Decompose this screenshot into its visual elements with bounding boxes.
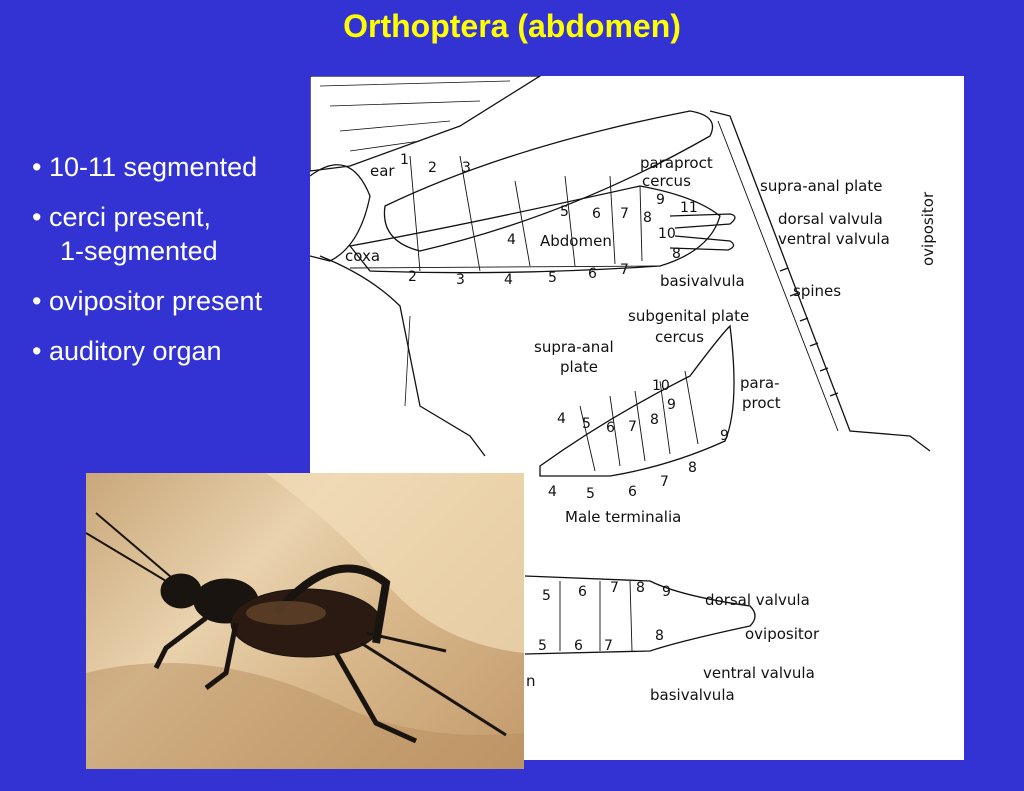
tergite-number: 10 [658,226,676,242]
male-sternite-number: 5 [586,486,595,502]
label-female-basivalvula: basivalvula [650,686,735,704]
label-proct: proct [742,394,781,412]
diagram-drawing: ear coxa Abdomen paraproct cercus supra-… [310,76,937,704]
label-ventral-valvula: ventral valvula [778,230,890,248]
tergite-number: 6 [592,206,601,222]
label-plate: plate [560,358,598,376]
label-dorsal-valvula: dorsal valvula [778,210,883,228]
label-spines: spines [793,282,841,300]
cricket-photo [86,473,524,769]
label-basivalvula: basivalvula [660,272,745,290]
male-sternite-number: 4 [548,484,557,500]
bullet-list: • 10-11 segmented • cerci present, 1-seg… [32,150,312,384]
slide-title: Orthoptera (abdomen) [343,8,681,44]
tergite-number: 11 [680,200,698,216]
male-tergite-number: 5 [582,416,591,432]
male-sternite-number: 8 [688,460,697,476]
label-female-ovipositor: ovipositor [745,625,820,643]
female-tergite-number: 8 [636,580,645,596]
label-paraproct: paraproct [640,154,713,172]
hind-femur-drawing [383,110,714,252]
front-leg-drawing [319,255,486,457]
label-female-dorsal-valvula: dorsal valvula [705,591,810,609]
label-supra-anal: supra-anal [534,338,614,356]
label-female-n: n [526,672,536,690]
male-terminalia-drawing [539,324,735,477]
female-tergite-number: 7 [610,580,619,596]
bullet-text: • cerci present, [32,202,212,232]
label-male-terminalia: Male terminalia [565,508,681,526]
tergite-number: 2 [428,160,437,176]
sternite-number: 3 [456,272,465,288]
hind-tibia-drawing [709,110,931,452]
male-tergite-number: 8 [650,412,659,428]
bullet-item: • auditory organ [32,334,312,368]
label-male-cercus: cercus [655,328,704,346]
label-ear: ear [370,162,395,180]
label-female-ventral-valvula: ventral valvula [703,664,815,682]
label-ovipositor-vertical: ovipositor [919,191,937,266]
male-tergite-number: 9 [667,397,676,413]
female-terminalia-drawing [524,575,756,655]
male-sternite-number: 6 [628,484,637,500]
bullet-text: • ovipositor present [32,286,263,316]
tergite-number: 5 [560,204,569,220]
sternite-number: 7 [620,262,629,278]
female-tergite-number: 5 [542,588,551,604]
male-tergite-number: 4 [557,411,566,427]
tergite-number: 7 [620,206,629,222]
sternite-number: 6 [588,266,597,282]
sternite-number: 4 [504,272,513,288]
female-sternite-number: 8 [655,628,664,644]
male-tergite-number: 7 [628,419,637,435]
male-sternite-number: 7 [660,474,669,490]
label-coxa: coxa [345,247,380,265]
label-subgenital-plate: subgenital plate [628,307,749,325]
tergite-number: 4 [507,232,516,248]
female-sternite-number: 6 [574,638,583,654]
female-tergite-number: 6 [578,584,587,600]
sternite-number: 2 [408,269,417,285]
sternite-number: 8 [672,246,681,262]
wing-drawing [310,76,542,172]
female-sternite-number: 5 [538,638,547,654]
tergite-number: 9 [656,192,665,208]
female-sternite-number: 7 [604,638,613,654]
bullet-continuation: 1-segmented [60,236,218,266]
bullet-item: • cerci present, 1-segmented [32,200,312,268]
bullet-item: • ovipositor present [32,284,312,318]
label-para: para- [740,374,780,392]
tergite-number: 8 [643,210,652,226]
tergite-number: 3 [462,160,471,176]
label-cercus: cercus [642,172,691,190]
sternite-number: 5 [548,270,557,286]
female-tergite-number: 9 [662,584,671,600]
male-tergite-number: 10 [652,378,670,394]
label-abdomen: Abdomen [540,232,612,250]
bullet-text: • 10-11 segmented [32,152,258,182]
bullet-item: • 10-11 segmented [32,150,312,184]
male-tergite-number: 6 [606,420,615,436]
label-supra-anal-plate: supra-anal plate [760,177,882,195]
thorax-drawing [310,164,371,262]
male-sternite-number: 9 [720,428,729,444]
tergite-number: 1 [400,152,409,168]
bullet-text: • auditory organ [32,336,222,366]
abdomen-drawing [348,185,721,274]
cricket-illustration [86,473,524,769]
ovipositor-drawing [669,213,736,251]
